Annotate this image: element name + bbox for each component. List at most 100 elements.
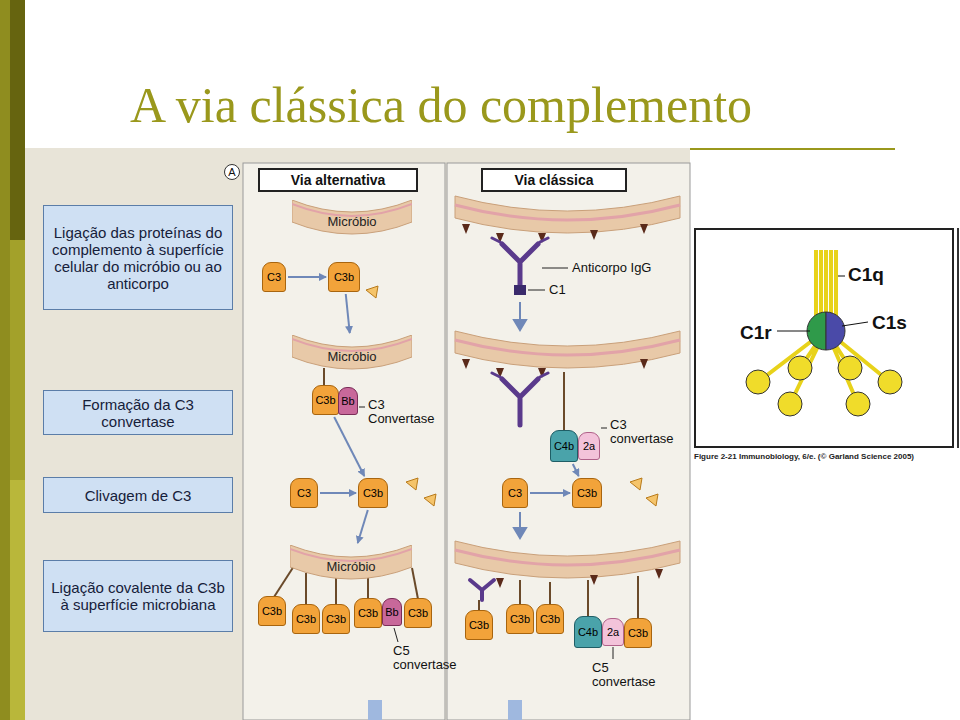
complement-protein: C3b xyxy=(354,598,382,628)
leader-line xyxy=(842,322,868,326)
microbe-membrane: Micróbio xyxy=(292,335,412,375)
pathway-header: Via clássica xyxy=(481,168,627,192)
antigen-bumps xyxy=(462,359,648,378)
node-text: Micróbio xyxy=(292,335,412,364)
pathway-panel: Via alternativaMicróbioC3C3bMicróbioC3bB… xyxy=(243,163,445,720)
node-text: Ligação covalente da C3b à superfície mi… xyxy=(50,579,226,613)
c3a-fragment xyxy=(630,478,642,490)
leader-line xyxy=(359,407,365,408)
node-text: C3b xyxy=(469,619,489,631)
flow-arrow xyxy=(530,492,570,494)
complement-protein: 2a xyxy=(578,432,600,460)
complement-protein: C3b xyxy=(465,610,493,640)
antibody-shape xyxy=(502,244,538,292)
c1q-head xyxy=(788,356,812,380)
antibody-arms xyxy=(492,238,548,242)
leader-line xyxy=(777,331,810,332)
annotation: Anticorpo IgG xyxy=(572,261,652,275)
c1q-head xyxy=(746,370,770,394)
arrow-head xyxy=(514,320,526,330)
complement-protein: C3b xyxy=(292,604,320,634)
node-text: 2a xyxy=(583,440,595,452)
node-text: C3b xyxy=(296,613,316,625)
panel-fill xyxy=(447,163,690,720)
sidebar-block xyxy=(10,240,25,480)
complement-protein: C3 xyxy=(290,478,318,508)
node-text: C3 xyxy=(508,487,522,499)
stalk xyxy=(335,577,337,605)
step-label-box: Formação da C3 convertase xyxy=(43,390,233,435)
c3a-fragment xyxy=(366,286,378,298)
node-text: C3 xyxy=(267,271,281,283)
membrane-stripe xyxy=(455,205,680,220)
figure-scan xyxy=(25,148,690,720)
annotation: C5 convertase xyxy=(393,644,473,672)
antibody-arms xyxy=(492,373,548,377)
step-label-box: Ligação covalente da C3b à superfície mi… xyxy=(43,560,233,632)
complement-protein: C3b xyxy=(258,596,286,626)
c3a-fragment xyxy=(406,478,418,490)
membrane-stripe xyxy=(455,550,680,565)
stalk xyxy=(274,566,294,597)
node-text: C3b xyxy=(363,487,383,499)
c1-inset: C1qC1rC1s xyxy=(694,228,954,448)
membrane-stripe xyxy=(455,340,680,355)
sidebar-block xyxy=(10,480,25,720)
step-label-box: Clivagem de C3 xyxy=(43,477,233,513)
leader-lines xyxy=(359,268,613,659)
stalk xyxy=(637,576,639,619)
stalk xyxy=(412,568,418,599)
stalk xyxy=(519,580,521,605)
annotation: C3 Convertase xyxy=(368,398,444,426)
c1q-head xyxy=(878,370,902,394)
microbe-membrane: Micróbio xyxy=(290,545,412,585)
complement-protein: C3b xyxy=(312,385,339,415)
complement-protein: Bb xyxy=(382,598,402,626)
node-text: C3b xyxy=(315,394,335,406)
membrane-band xyxy=(292,200,412,234)
microbe-membrane: Micróbio xyxy=(292,200,412,240)
complement-protein: C4b xyxy=(574,616,602,648)
node-text: C3b xyxy=(408,607,428,619)
component-label: C1q xyxy=(848,264,884,286)
node-text: C3b xyxy=(628,627,648,639)
complement-protein: C3 xyxy=(262,262,286,292)
flow-arrow xyxy=(573,464,579,476)
step-label-box: Ligação das proteínas do complemento à s… xyxy=(43,205,233,310)
stalk xyxy=(587,580,589,617)
antibody-shape xyxy=(470,580,494,600)
annotation: C1 xyxy=(549,283,566,297)
inset-ground xyxy=(694,228,954,448)
node-text: C4b xyxy=(554,440,574,452)
leader-line xyxy=(601,428,607,429)
annotation: C3 convertase xyxy=(610,418,684,446)
panel-fill xyxy=(243,163,445,720)
complement-protein: C3b xyxy=(506,604,534,634)
annotation: C5 convertase xyxy=(592,661,672,689)
complement-protein: C3b xyxy=(624,618,652,648)
complement-protein: C3b xyxy=(404,598,432,628)
pathway-header: Via alternativa xyxy=(258,168,418,192)
membrane-band xyxy=(455,541,680,578)
antigen-bumps xyxy=(462,224,648,243)
node-text: C3b xyxy=(334,271,354,283)
c1q-head xyxy=(846,392,870,416)
flow-arrow xyxy=(320,492,356,494)
flow-arrow xyxy=(334,417,364,476)
arrow-head xyxy=(514,528,526,538)
complement-protein: C3b xyxy=(572,478,602,508)
c3a-fragment xyxy=(646,494,658,506)
next-panel-edge xyxy=(957,228,959,448)
complement-protein: C3b xyxy=(322,604,350,634)
node-text: C3b xyxy=(262,605,282,617)
continue-arrow xyxy=(368,700,382,720)
complement-protein: 2a xyxy=(602,618,624,646)
antibody-shape xyxy=(502,379,538,425)
c1q-head xyxy=(838,356,862,380)
node-text: 2a xyxy=(607,626,619,638)
node-text: Bb xyxy=(385,606,398,618)
leader-line xyxy=(528,290,545,291)
figure-caption: Figure 2-21 Immunobiology, 6/e. (© Garla… xyxy=(694,452,914,461)
node-text: C3b xyxy=(510,613,530,625)
